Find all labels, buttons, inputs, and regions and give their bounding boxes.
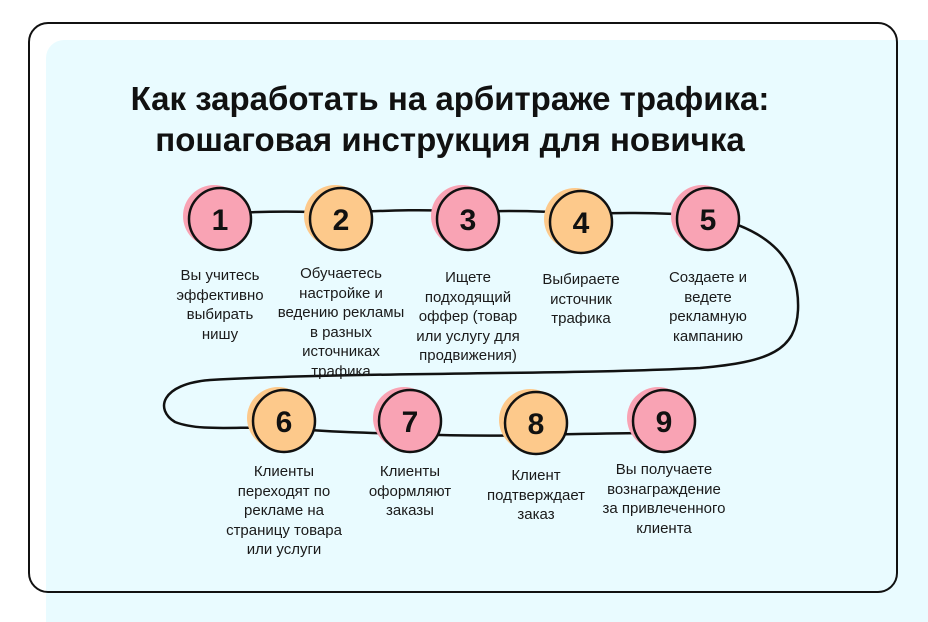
step-7-marker: 7 bbox=[373, 387, 443, 454]
step-circle bbox=[631, 388, 697, 454]
step-9-description: Вы получаете вознаграждение за привлечен… bbox=[602, 461, 726, 537]
step-6-description: Клиенты переходят по рекламе на страницу… bbox=[226, 463, 342, 558]
step-2-marker: 2 bbox=[304, 185, 374, 252]
step-circle bbox=[675, 186, 741, 252]
step-6-marker: 6 bbox=[247, 387, 317, 454]
step-number: 7 bbox=[402, 406, 419, 439]
page-title: Как заработать на арбитраже трафика: пош… bbox=[60, 78, 840, 160]
step-4-description: Выбираете источник трафика bbox=[542, 271, 620, 327]
step-number: 1 bbox=[212, 204, 229, 237]
step-number: 5 bbox=[700, 204, 717, 237]
step-circle bbox=[503, 390, 569, 456]
step-number: 2 bbox=[333, 204, 350, 237]
step-9-marker: 9 bbox=[627, 387, 697, 454]
title-line-2: пошаговая инструкция для новичка bbox=[155, 121, 745, 158]
step-number: 6 bbox=[276, 406, 293, 439]
step-number: 8 bbox=[528, 408, 545, 441]
step-circle bbox=[377, 388, 443, 454]
step-number: 9 bbox=[656, 406, 673, 439]
title-line-1: Как заработать на арбитраже трафика: bbox=[130, 80, 770, 117]
infographic-background bbox=[46, 40, 928, 622]
infographic-frame bbox=[28, 22, 898, 593]
step-5-marker: 5 bbox=[671, 185, 741, 252]
step-1-marker: 1 bbox=[183, 185, 253, 252]
step-3-description: Ищете подходящий оффер (товар или услугу… bbox=[416, 269, 520, 364]
step-number: 4 bbox=[573, 207, 590, 240]
step-circle bbox=[435, 186, 501, 252]
step-7-description: Клиенты оформляют заказы bbox=[368, 463, 452, 519]
step-2-description: Обучаетесь настройке и ведению рекламы в… bbox=[277, 265, 405, 380]
step-circle bbox=[251, 388, 317, 454]
step-8-description: Клиент подтверждает заказ bbox=[486, 467, 586, 523]
step-8-marker: 8 bbox=[499, 389, 569, 456]
step-4-marker: 4 bbox=[544, 188, 614, 255]
step-5-description: Создаете и ведете рекламную кампанию bbox=[668, 269, 748, 345]
step-number: 3 bbox=[460, 204, 477, 237]
step-1-description: Вы учитесь эффективно выбирать нишу bbox=[176, 267, 264, 343]
step-circle bbox=[548, 189, 614, 255]
step-circle bbox=[308, 186, 374, 252]
step-circle bbox=[187, 186, 253, 252]
step-3-marker: 3 bbox=[431, 185, 501, 252]
